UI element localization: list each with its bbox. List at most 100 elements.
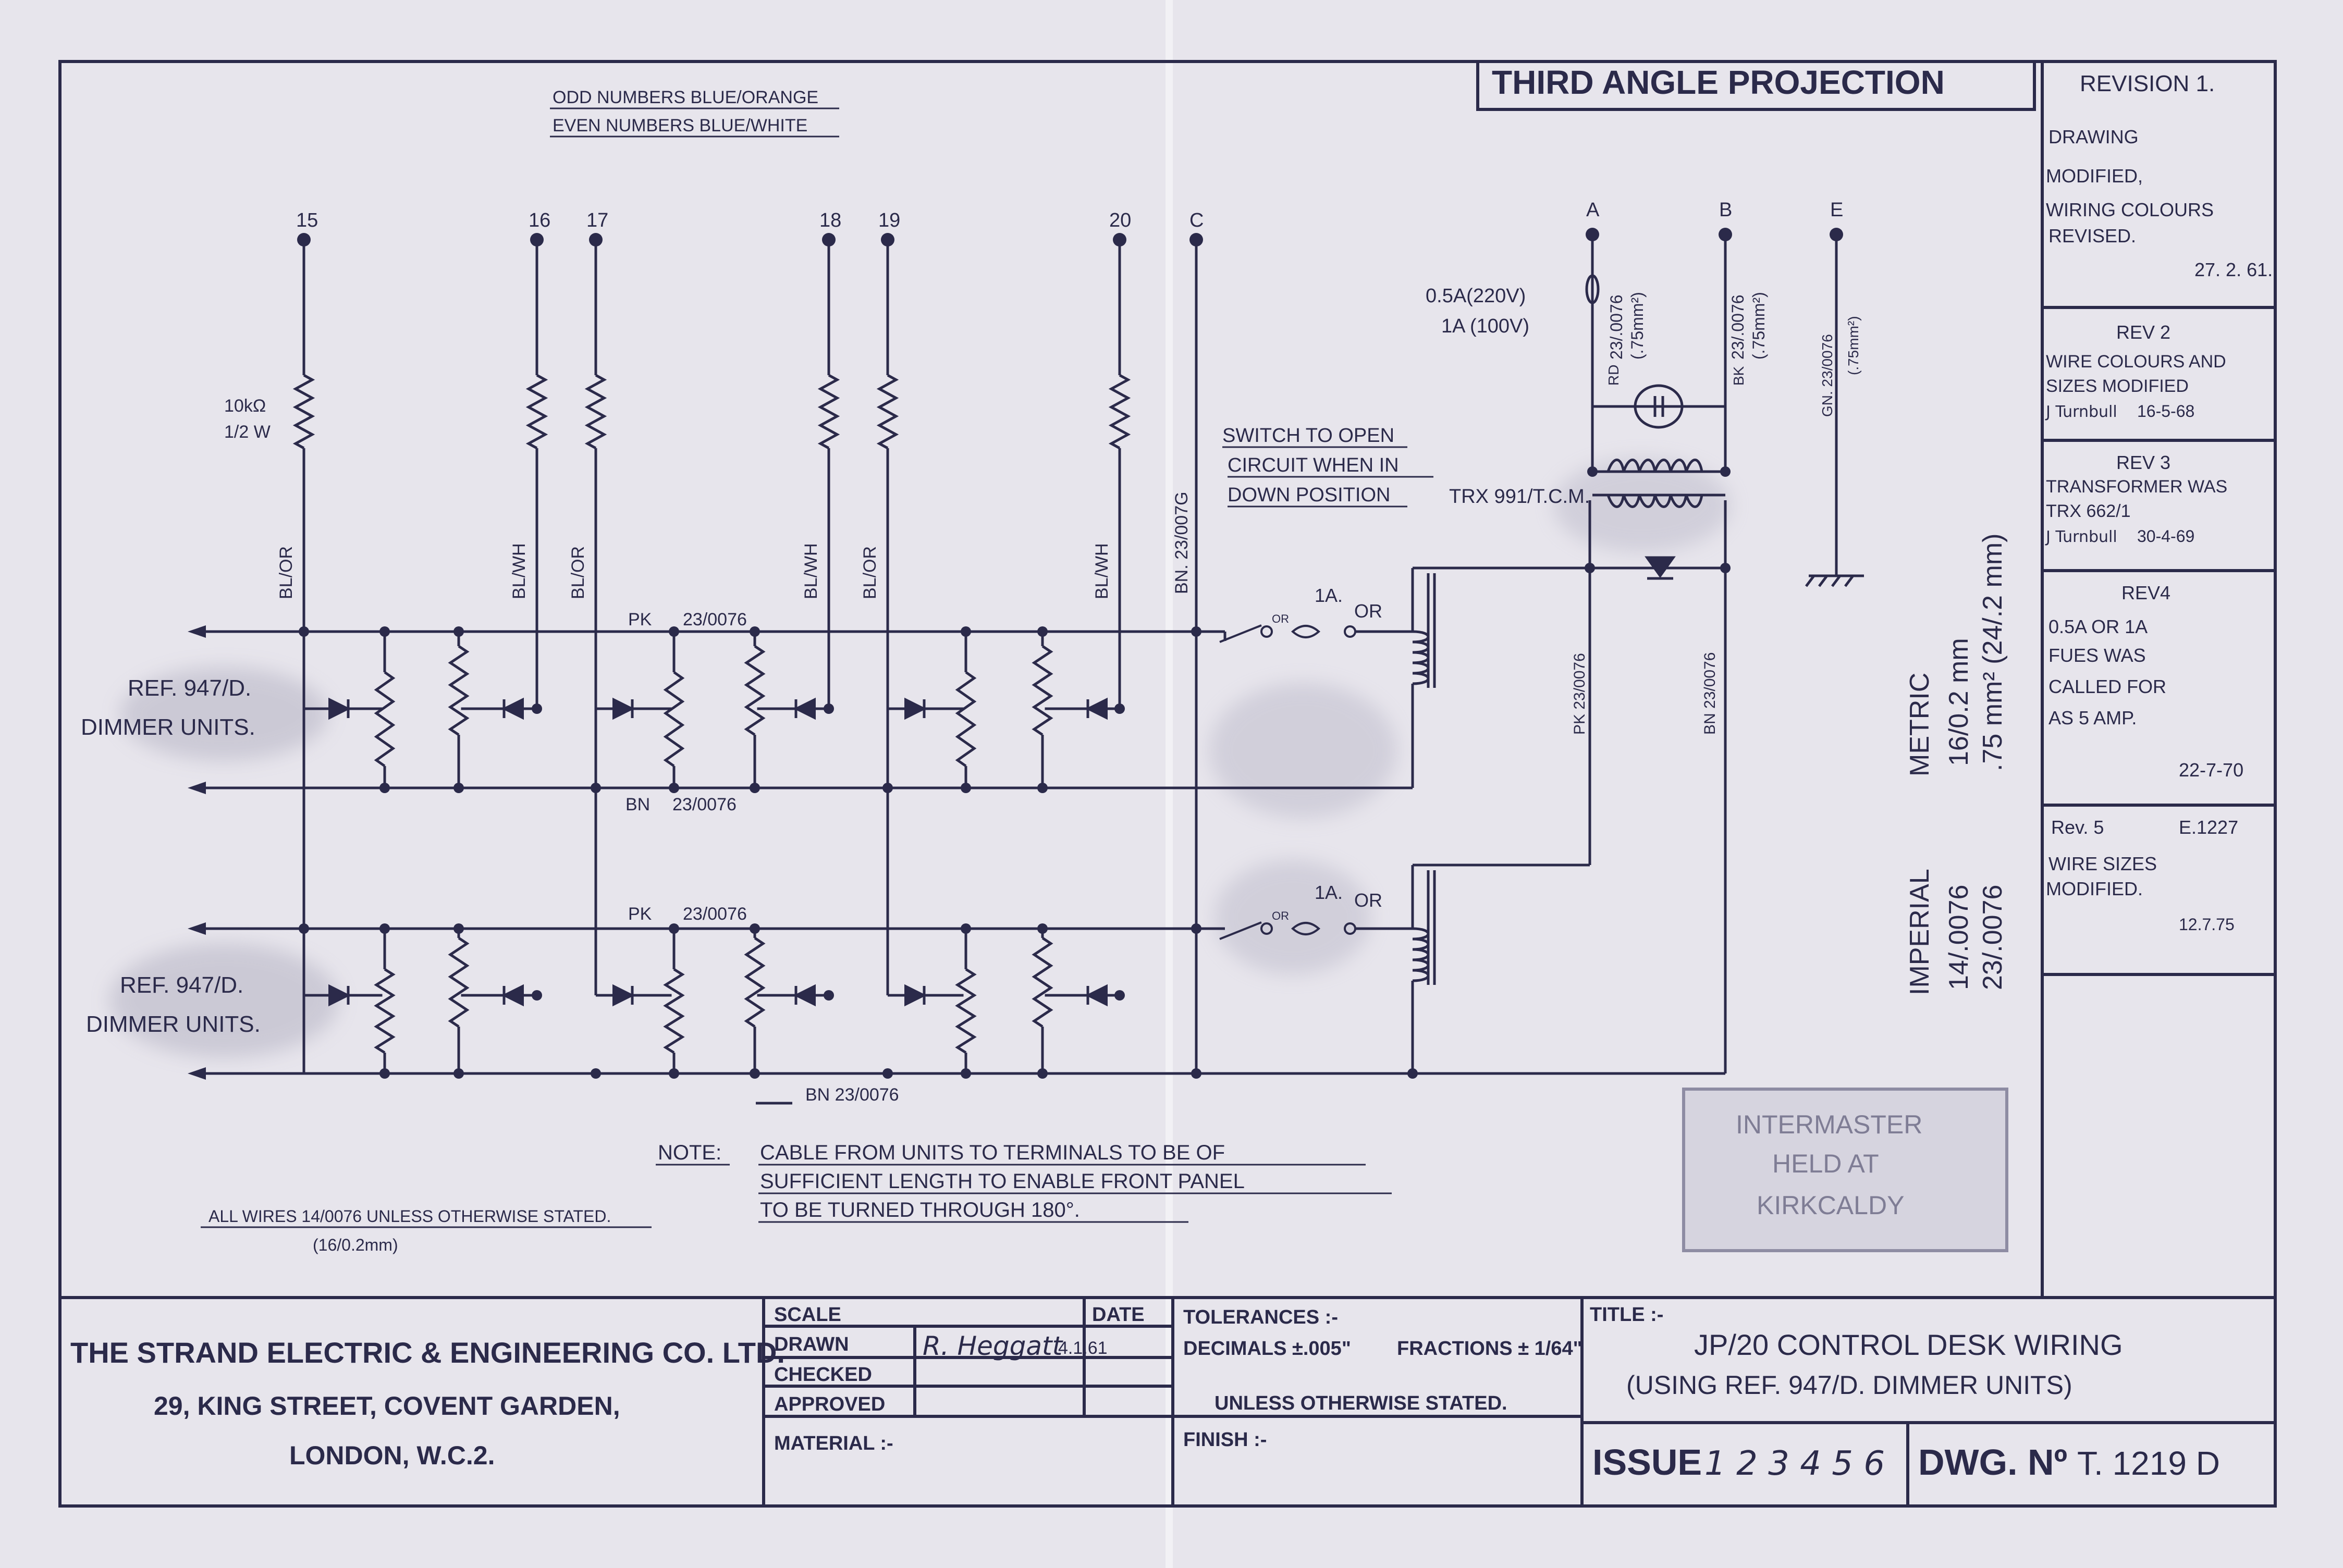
label-c-bn: BN. 23/007G — [1172, 491, 1192, 594]
note-label: NOTE: — [658, 1141, 721, 1164]
terminal-dots — [297, 228, 1843, 1079]
transformer-symbols — [1585, 274, 1854, 587]
top-note: ODD NUMBERS BLUE/ORANGE EVEN NUMBERS BLU… — [550, 88, 839, 138]
company-address2: LONDON, W.C.2. — [289, 1441, 495, 1470]
date-head: DATE — [1092, 1304, 1145, 1326]
or-2: OR — [1354, 890, 1382, 911]
rev3-l1: TRANSFORMER WAS — [2046, 477, 2227, 497]
note-line1: CABLE FROM UNITS TO TERMINALS TO BE OF — [760, 1141, 1225, 1164]
drawn-label: DRAWN — [774, 1334, 849, 1355]
diodes — [328, 697, 1108, 1007]
switch-symbols — [1219, 624, 1356, 940]
bn-mid: BN — [625, 795, 650, 814]
rev4-title: REV4 — [2121, 582, 2170, 603]
rev5-date: 12.7.75 — [2179, 915, 2235, 934]
terminal-resistor — [876, 374, 899, 450]
fuse-size-2: (.75mm²) — [1628, 292, 1647, 360]
unless-label: UNLESS OTHERWISE STATED. — [1215, 1392, 1507, 1414]
tolerances-label: TOLERANCES :- — [1183, 1306, 1338, 1328]
note-line3: TO BE TURNED THROUGH 180°. — [760, 1199, 1080, 1221]
label-19-blor: BL/OR — [860, 546, 880, 599]
terminal-c: C — [1189, 209, 1204, 231]
rev5-title: Rev. 5 — [2051, 817, 2104, 838]
dimmer-resistor — [1032, 645, 1053, 736]
approved-label: APPROVED — [774, 1393, 885, 1415]
pk-top1-size: 23/0076 — [683, 610, 747, 629]
dimmer-resistor — [374, 968, 396, 1054]
terminal-resistor — [525, 374, 548, 450]
fractions-label: FRACTIONS ± 1/64" — [1397, 1338, 1583, 1360]
title-label: TITLE :- — [1590, 1304, 1663, 1326]
diode — [904, 697, 927, 720]
stamp-line1: INTERMASTER — [1736, 1110, 1922, 1139]
company-name: THE STRAND ELECTRIC & ENGINEERING CO. LT… — [70, 1336, 785, 1369]
fuse-size-1: 23/.0076 — [1607, 294, 1626, 360]
metric-line1: 16/0.2 mm — [1944, 638, 1974, 766]
all-wires-line2: (16/0.2mm) — [313, 1236, 398, 1254]
rev2-sign: J Turnbull — [2045, 403, 2117, 421]
terminal-resistor — [817, 374, 840, 450]
dimmer-resistor — [448, 936, 470, 1028]
wire-note-line2: EVEN NUMBERS BLUE/WHITE — [553, 116, 807, 135]
scale-label: SCALE — [774, 1304, 841, 1326]
rev4-l1: 0.5A OR 1A — [2048, 616, 2148, 637]
diode — [501, 697, 524, 720]
fuse-labels: 0.5A(220V) 1A (100V) 23/.0076 (.75mm²) R… — [1426, 285, 1861, 417]
diode — [501, 984, 524, 1007]
bk-size-1: 23/.0076 — [1728, 294, 1747, 360]
label-20-blwh: BL/WH — [1092, 543, 1112, 599]
dwg-label: DWG. Nº — [1918, 1442, 2067, 1483]
resistor-value: 10kΩ — [224, 396, 266, 416]
terminal-resistors — [292, 374, 1131, 450]
output-arrows — [188, 625, 206, 1080]
rev5-ref: E.1227 — [2179, 817, 2238, 838]
rev2-title: REV 2 — [2116, 322, 2170, 343]
fold-line — [1166, 0, 1173, 1568]
metric-line2: .75 mm² (24/.2 mm) — [1978, 534, 2008, 772]
smudges — [109, 459, 1731, 1058]
terminal-resistor — [584, 374, 607, 450]
rev2-date: 16-5-68 — [2137, 402, 2194, 421]
pk-top2-size: 23/0076 — [683, 904, 747, 924]
drawing-title-1: JP/20 CONTROL DESK WIRING — [1694, 1328, 2123, 1361]
label-18-blwh: BL/WH — [801, 543, 821, 599]
terminal-resistor — [292, 374, 315, 450]
ia-2: 1A. — [1315, 882, 1343, 903]
revision-column: REVISION 1. DRAWING MODIFIED, WIRING COL… — [2045, 71, 2273, 934]
drawn-by: R. Heggatt — [923, 1331, 1064, 1361]
bn-right: BN 23/0076 — [1701, 652, 1719, 735]
terminal-15: 15 — [296, 209, 318, 231]
terminal-19: 19 — [878, 209, 900, 231]
bn-mid-size: 23/0076 — [672, 795, 737, 814]
diode — [328, 697, 351, 720]
terminal-20: 20 — [1109, 209, 1131, 231]
ref-unit-2b: DIMMER UNITS. — [86, 1011, 261, 1037]
or-1: OR — [1354, 600, 1382, 622]
projection-label: THIRD ANGLE PROJECTION — [1492, 64, 1945, 101]
diode — [793, 984, 816, 1007]
material-label: MATERIAL :- — [774, 1433, 893, 1454]
rev1-l2: MODIFIED, — [2046, 165, 2143, 187]
note-line2: SUFFICIENT LENGTH TO ENABLE FRONT PANEL — [760, 1170, 1245, 1193]
company-address1: 29, KING STREET, COVENT GARDEN, — [154, 1391, 620, 1421]
stamp-line2: HELD AT — [1772, 1149, 1879, 1178]
switch-fuse-labels: 1A. OR OR 1A. OR OR PK 23/0076 BN 23/007… — [1272, 585, 1719, 922]
metric-imperial-block: METRIC 16/0.2 mm .75 mm² (24/.2 mm) IMPE… — [1905, 534, 2008, 996]
switch-note-3: DOWN POSITION — [1228, 484, 1390, 506]
gn-size: (.75mm²) — [1845, 316, 1861, 375]
fuse-rating-1: 0.5A(220V) — [1426, 285, 1526, 307]
terminal-resistor — [1108, 374, 1131, 450]
rev4-date: 22-7-70 — [2179, 759, 2243, 781]
dimmer-resistor — [1032, 936, 1053, 1028]
diode — [1085, 697, 1108, 720]
rev1-title: REVISION 1. — [2080, 71, 2215, 96]
imperial-line2: 23/.0076 — [1978, 885, 2008, 990]
switch-note-1: SWITCH TO OPEN — [1222, 425, 1394, 447]
label-17-blor: BL/OR — [568, 546, 588, 599]
all-wires-note: ALL WIRES 14/0076 UNLESS OTHERWISE STATE… — [201, 1207, 652, 1254]
dimmer-resistor — [663, 671, 685, 768]
intermaster-stamp: INTERMASTER HELD AT KIRKCALDY — [1682, 1088, 2008, 1252]
choke-coils — [1412, 573, 1436, 985]
terminal-labels: 15 16 17 18 19 20 C A B E — [296, 199, 1843, 231]
